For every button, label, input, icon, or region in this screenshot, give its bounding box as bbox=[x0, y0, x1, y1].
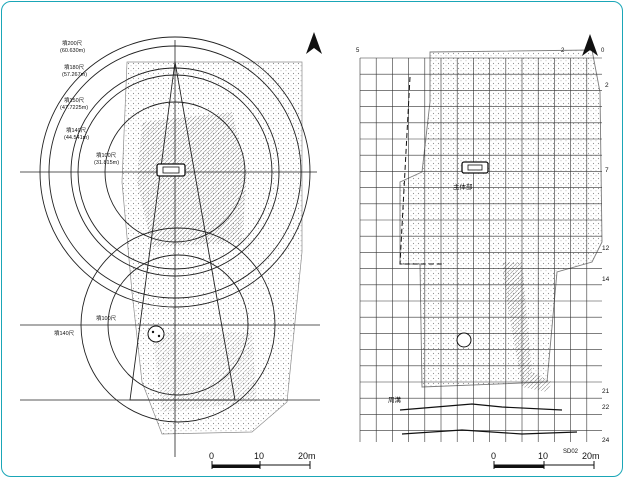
scale-right-tick-0: 0 bbox=[491, 451, 496, 461]
feature-label-code: SD02 bbox=[563, 449, 579, 455]
left-plan: 墳200尺 (60.630m) 墳180尺 (57.267m) 墳150尺 (4… bbox=[20, 32, 322, 469]
burial-chamber bbox=[156, 163, 186, 177]
feature-label-ditch: 周溝 bbox=[388, 395, 402, 404]
circle-label-200-name: 墳200尺 bbox=[62, 39, 83, 47]
grid-right-label-21: 21 bbox=[602, 388, 610, 395]
grid-right-label-22: 22 bbox=[602, 404, 610, 411]
north-arrow-left bbox=[306, 32, 322, 54]
north-arrow-right bbox=[582, 34, 598, 56]
triangle-guide bbox=[129, 61, 236, 401]
circle-label-150-value: (47.7225m) bbox=[60, 105, 88, 111]
scale-bar-left bbox=[211, 461, 311, 469]
grid-right-label-2: 2 bbox=[605, 82, 609, 89]
survey-grid bbox=[359, 57, 602, 442]
lower-label-100: 墳100尺 bbox=[96, 314, 117, 322]
circle-label-100-value: (31.815m) bbox=[94, 160, 119, 166]
circle-label-200-value: (60.630m) bbox=[60, 48, 85, 54]
ditch-feature bbox=[502, 262, 552, 392]
grid-top-label-2: 2 bbox=[561, 48, 565, 54]
mound-slope bbox=[137, 112, 247, 247]
grid-top-label-0: 0 bbox=[601, 48, 605, 54]
scale-bar-right bbox=[493, 461, 595, 469]
scale-left-tick-10: 10 bbox=[254, 451, 264, 461]
scale-right-tick-10: 10 bbox=[538, 451, 548, 461]
mound-lower-slope bbox=[152, 332, 257, 412]
circle-label-180-value: (57.267m) bbox=[62, 72, 87, 78]
grid-right-label-7: 7 bbox=[605, 167, 609, 174]
circle-label-180-name: 墳180尺 bbox=[64, 63, 85, 71]
right-plan: 5 2 0 2 7 12 14 21 22 24 主体部 周溝 SD02 0 1… bbox=[356, 34, 610, 469]
lower-label-140: 墳140尺 bbox=[54, 329, 75, 337]
circle-label-140-value: (44.541m) bbox=[64, 135, 89, 141]
grid-right-label-14: 14 bbox=[602, 276, 610, 283]
scale-left-tick-20: 20m bbox=[298, 451, 316, 461]
pit-feature bbox=[147, 325, 165, 343]
scale-right-tick-20: 20m bbox=[582, 451, 600, 461]
feature-label-main: 主体部 bbox=[453, 182, 473, 191]
circle-label-100-name: 墳100尺 bbox=[96, 151, 117, 159]
pit-right bbox=[456, 332, 472, 348]
lower-ditch bbox=[399, 403, 578, 435]
scale-left-tick-0: 0 bbox=[209, 451, 214, 461]
site-outline bbox=[399, 49, 603, 388]
grid-right-label-24: 24 bbox=[602, 437, 610, 444]
grid-right-label-12: 12 bbox=[602, 245, 610, 252]
circle-label-140-name: 墳140尺 bbox=[66, 126, 87, 134]
main-chamber bbox=[461, 161, 489, 174]
circle-label-150-name: 墳150尺 bbox=[64, 96, 85, 104]
boundary-dashed bbox=[399, 76, 442, 265]
grid-top-label-5: 5 bbox=[356, 48, 360, 54]
